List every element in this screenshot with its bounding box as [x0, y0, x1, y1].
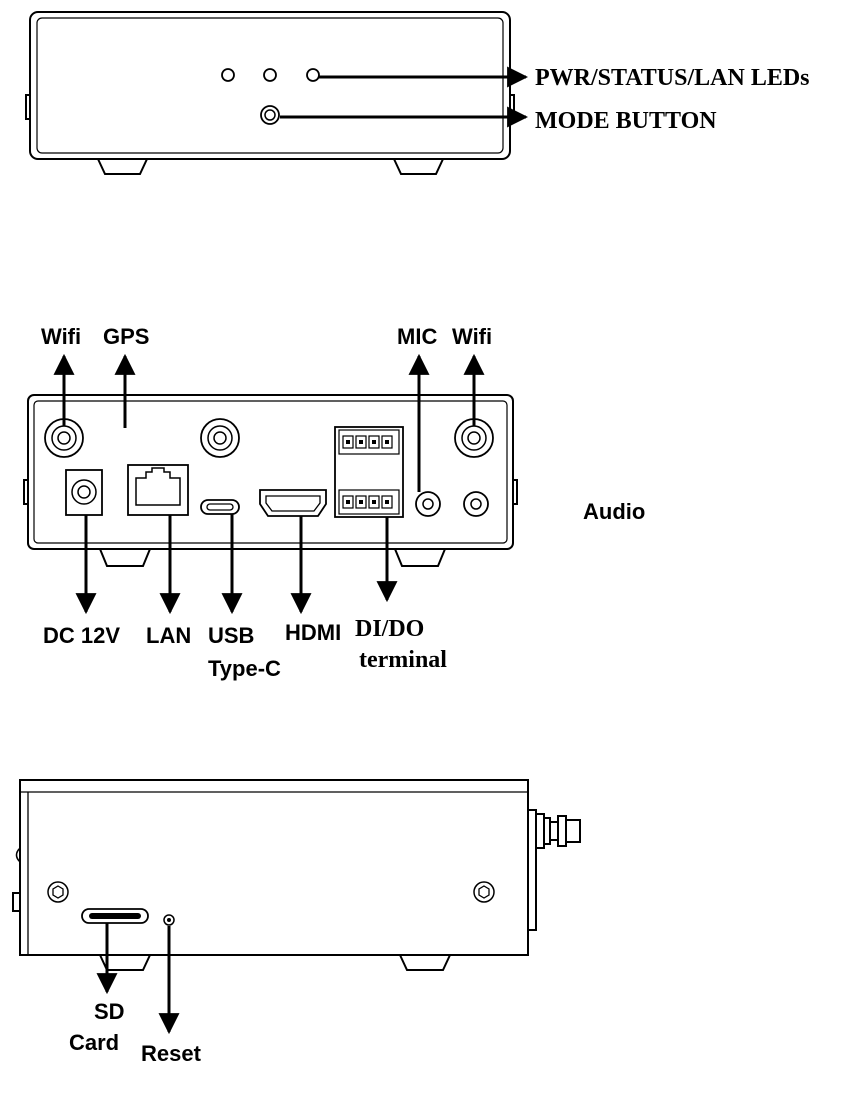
mic-label: MIC [397, 324, 437, 349]
usb-type-c-port-icon [200, 499, 240, 515]
front-view: PWR/STATUS/LAN LEDs MODE BUTTON [25, 11, 810, 175]
sd-card-slot-icon [81, 908, 149, 924]
hdmi-port-icon [259, 489, 327, 517]
lan-port-icon [127, 464, 189, 516]
leds-label: PWR/STATUS/LAN LEDs [535, 65, 810, 91]
side-chassis [19, 779, 529, 956]
reset-label: Reset [141, 1041, 202, 1066]
side-screw-left-icon [47, 881, 69, 903]
rear-chassis [27, 394, 514, 550]
wifi-left-label: Wifi [41, 324, 81, 349]
hdmi-label: HDMI [285, 620, 341, 645]
rear-feet [98, 548, 447, 567]
dido-terminal-icon [334, 426, 404, 518]
front-feet [96, 158, 445, 175]
side-view: SD Card Reset [12, 779, 581, 1066]
lan-label: LAN [146, 623, 191, 648]
reset-button-icon[interactable] [163, 914, 175, 926]
wifi-right-label: Wifi [452, 324, 492, 349]
front-chassis [29, 11, 511, 160]
mode-button-label: MODE BUTTON [535, 108, 717, 134]
gps-label: GPS [103, 324, 149, 349]
audio-jack-icon [463, 491, 489, 517]
lan-led-icon [306, 68, 320, 82]
sd-label-line1: SD [94, 999, 125, 1024]
dido-label-line2: terminal [359, 647, 447, 673]
dc-jack-icon [65, 469, 103, 516]
sd-label-line2: Card [69, 1030, 119, 1055]
dc-label: DC 12V [43, 623, 120, 648]
side-feet [98, 954, 452, 971]
mode-button-icon[interactable] [260, 105, 280, 125]
dido-label-line1: DI/DO [355, 616, 424, 642]
audio-label: Audio [583, 499, 645, 524]
rear-view: Wifi GPS MIC Wifi Audio DC 12V LAN USB T… [23, 324, 645, 681]
mic-jack-icon [415, 491, 441, 517]
side-antenna-connector-icon [535, 813, 581, 849]
usb-label-line1: USB [208, 623, 254, 648]
usb-label-line2: Type-C [208, 656, 281, 681]
side-screw-right-icon [473, 881, 495, 903]
pwr-led-icon [221, 68, 235, 82]
status-led-icon [263, 68, 277, 82]
gps-connector-icon [200, 418, 240, 458]
